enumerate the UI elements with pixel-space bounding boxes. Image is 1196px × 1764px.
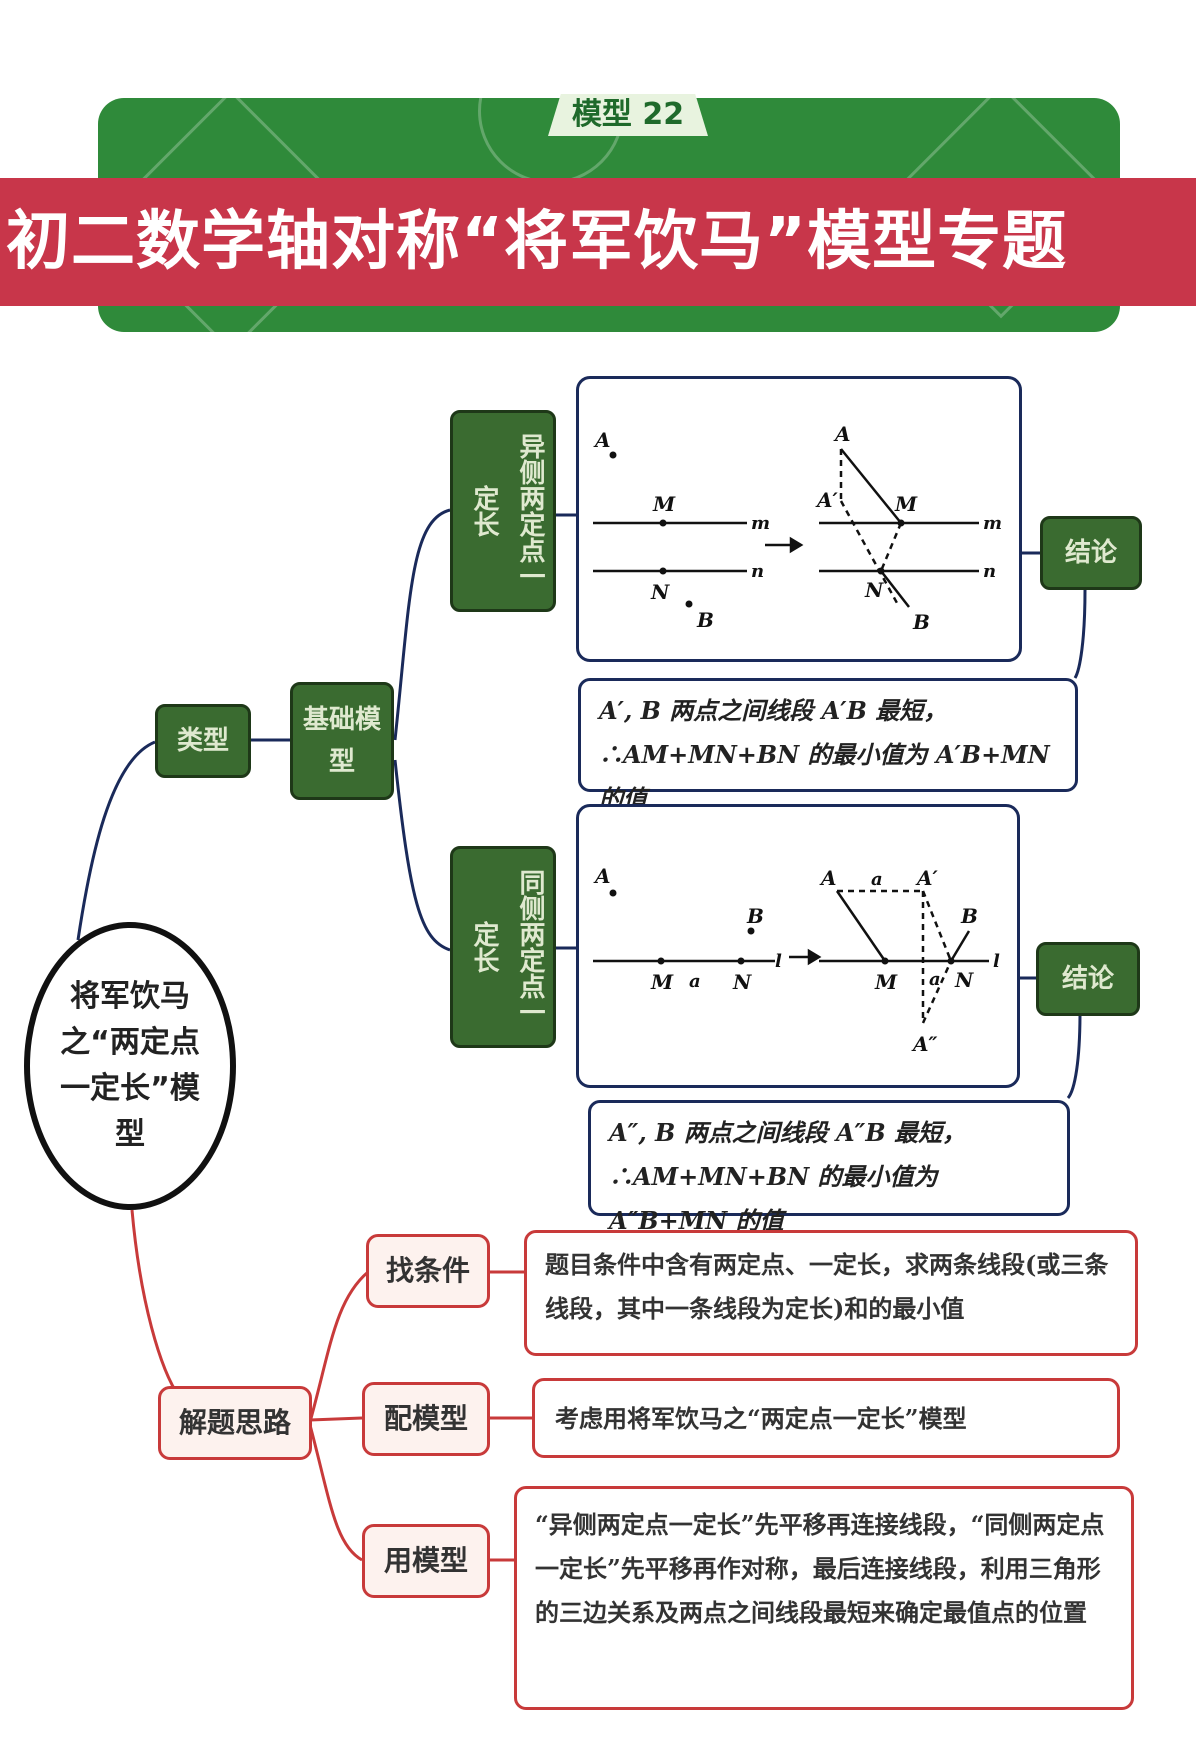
label-M: M — [650, 970, 674, 994]
figure-opposite-side: A M m n N B A A′ M m n N B — [576, 376, 1022, 662]
label-m: m — [751, 513, 770, 534]
label-A-right: A — [819, 866, 837, 890]
label-m-right: m — [983, 513, 1002, 534]
label-M-right: M — [874, 970, 898, 994]
label-N: N — [732, 970, 752, 994]
figure-same-side: A M a N B l A a A′ M a N B l A″ — [576, 804, 1020, 1088]
root-label: 将军饮马之“两定点一定长”模型 — [60, 979, 200, 1152]
label-N-right: N — [864, 578, 884, 602]
label-A-prime: A′ — [815, 488, 839, 512]
step-find-text: 题目条件中含有两定点、一定长，求两条线段(或三条线段，其中一条线段为定长)和的最… — [524, 1230, 1138, 1356]
node-basic-model: 基础模型 — [290, 682, 394, 800]
connector-approach-step1 — [308, 1270, 369, 1423]
label-A-prime: A′ — [915, 866, 939, 890]
connector-basic-opposite — [393, 508, 451, 741]
label-M-right: M — [894, 492, 918, 516]
model-number-tag: 模型 22 — [548, 94, 708, 136]
label-B-right: B — [960, 904, 978, 928]
connector-root-approach — [130, 1209, 182, 1399]
label-A: A — [593, 864, 611, 888]
label-a-top: a — [871, 869, 883, 890]
connector-basic-same — [393, 759, 451, 952]
connector-same-conclusion — [1066, 1011, 1082, 1099]
node-opposite-conclusion: 结论 — [1040, 516, 1142, 590]
label-B: B — [696, 608, 714, 632]
figure-same-svg: A M a N B l A a A′ M a N B l A″ — [593, 864, 1000, 1056]
step-match-text: 考虑用将军饮马之“两定点一定长”模型 — [532, 1378, 1120, 1458]
label-l-right: l — [993, 951, 1000, 972]
page-title: 初二数学轴对称“将军饮马”模型专题 — [0, 178, 1196, 306]
label-M: M — [652, 492, 676, 516]
label-B: B — [746, 904, 764, 928]
label-B-right: B — [912, 610, 930, 634]
node-step-match: 配模型 — [362, 1382, 490, 1456]
node-opposite-side: 异侧两定点一定长 — [450, 410, 556, 612]
label-n-right: n — [983, 561, 996, 582]
node-types: 类型 — [155, 704, 251, 778]
node-same-side: 同侧两定点一定长 — [450, 846, 556, 1048]
root-node: 将军饮马之“两定点一定长”模型 — [24, 922, 236, 1210]
node-step-find: 找条件 — [366, 1234, 490, 1308]
node-same-conclusion: 结论 — [1036, 942, 1140, 1016]
connector-approach-step2 — [309, 1416, 363, 1422]
node-approach: 解题思路 — [158, 1386, 312, 1460]
label-a-right: a — [929, 969, 941, 990]
same-conclusion-text: A″, B 两点之间线段 A″B 最短，∴AM+MN+BN 的最小值为 A″B+… — [588, 1100, 1070, 1235]
connector-opposite-conclusion — [1073, 589, 1087, 679]
connector-approach-step3 — [308, 1424, 363, 1562]
opposite-conclusion-text: A′, B 两点之间线段 A′B 最短，∴AM+MN+BN 的最小值为 A′B+… — [578, 678, 1078, 813]
connector-root-types — [76, 740, 156, 941]
label-l: l — [775, 951, 782, 972]
step-use-text: “异侧两定点一定长”先平移再连接线段，“同侧两定点一定长”先平移再作对称，最后连… — [514, 1486, 1134, 1710]
label-A-double-prime: A″ — [911, 1032, 938, 1056]
label-n: n — [751, 561, 764, 582]
label-A-right: A — [833, 422, 851, 446]
label-N: N — [650, 580, 670, 604]
label-A: A — [593, 428, 611, 452]
label-a: a — [689, 971, 701, 992]
node-step-use: 用模型 — [362, 1524, 490, 1598]
figure-opposite-svg: A M m n N B A A′ M m n N B — [593, 422, 1002, 634]
label-N-right: N — [954, 968, 974, 992]
